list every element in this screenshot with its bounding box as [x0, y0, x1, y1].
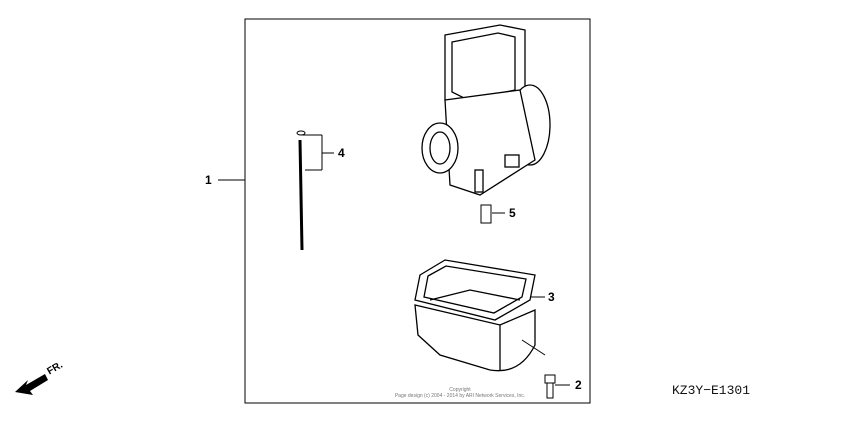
- leader-2-upper: [521, 339, 546, 356]
- copyright-line-1: Copyright: [449, 387, 471, 393]
- carburetor-body: [421, 24, 551, 196]
- jet-needle: [296, 130, 334, 251]
- pilot-jet: [480, 204, 492, 224]
- copyright-notice: Copyright Page design (c) 2004 - 2014 by…: [330, 387, 590, 399]
- callout-2: 2: [575, 378, 582, 392]
- float-chamber: [414, 289, 536, 372]
- diagram-code: KZ3Y−E1301: [672, 383, 751, 398]
- callout-4: 4: [338, 146, 345, 160]
- front-arrow-icon: [15, 374, 48, 395]
- kit-frame: [244, 18, 591, 404]
- copyright-line-2: Page design (c) 2004 - 2014 by ARI Netwo…: [394, 393, 526, 399]
- gasket: [414, 259, 536, 321]
- screw: [544, 374, 556, 399]
- callout-3: 3: [548, 290, 555, 304]
- callout-5: 5: [509, 206, 516, 220]
- callout-1: 1: [205, 173, 212, 187]
